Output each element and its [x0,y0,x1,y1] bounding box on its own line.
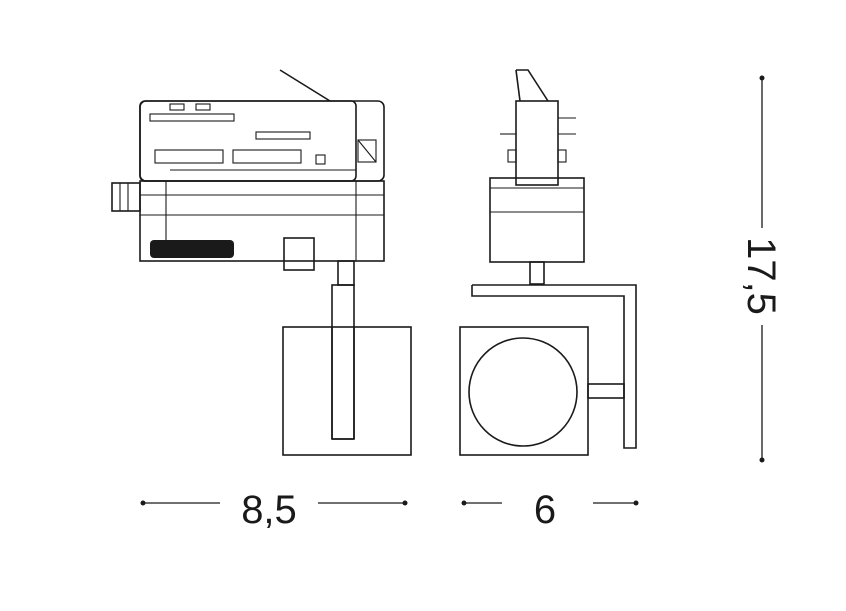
dimension-height-end-dot [759,457,765,463]
front-contact-pin [315,154,326,165]
side-connector [587,383,625,399]
dimension-width: 8,5 [140,488,408,532]
dimension-height-end-dot [759,75,765,81]
front-stem [337,260,355,286]
front-top-slot [169,103,185,111]
front-tab [283,237,315,271]
dimension-width-label: 8,5 [241,488,297,532]
dimension-depth-end-dot [461,500,467,506]
side-latch [507,149,517,163]
front-rail-slot [255,131,311,140]
side-lamp-head [459,326,589,456]
front-roller [150,240,234,258]
front-contact [154,149,224,164]
front-adapter-body [139,100,385,182]
side-view [459,69,637,456]
side-clip [516,69,549,102]
front-top-slot [195,103,211,111]
front-contact [232,149,302,164]
front-knob [111,182,141,212]
side-bracket [471,284,637,449]
side-housing [489,177,585,263]
side-clip [515,69,521,102]
dimension-height: 17,5 [739,75,783,463]
side-stem [529,261,545,285]
dimension-height-label: 17,5 [739,237,783,315]
dimension-depth-end-dot [633,500,639,506]
front-housing [139,180,385,262]
front-adapter-panel [139,100,357,182]
front-lamp-head [282,326,412,456]
front-view [111,69,412,456]
dimension-width-end-dot [140,500,146,506]
side-lens [468,337,578,447]
dimension-width-end-dot [402,500,408,506]
front-clip-wire [279,69,331,102]
side-adapter-top [515,100,559,186]
dimension-depth: 6 [461,488,639,532]
front-rail-slot [149,113,235,122]
front-lock-window [357,139,377,163]
dimension-depth-label: 6 [534,488,556,532]
side-latch [557,149,567,163]
front-lock-mark [357,139,377,163]
